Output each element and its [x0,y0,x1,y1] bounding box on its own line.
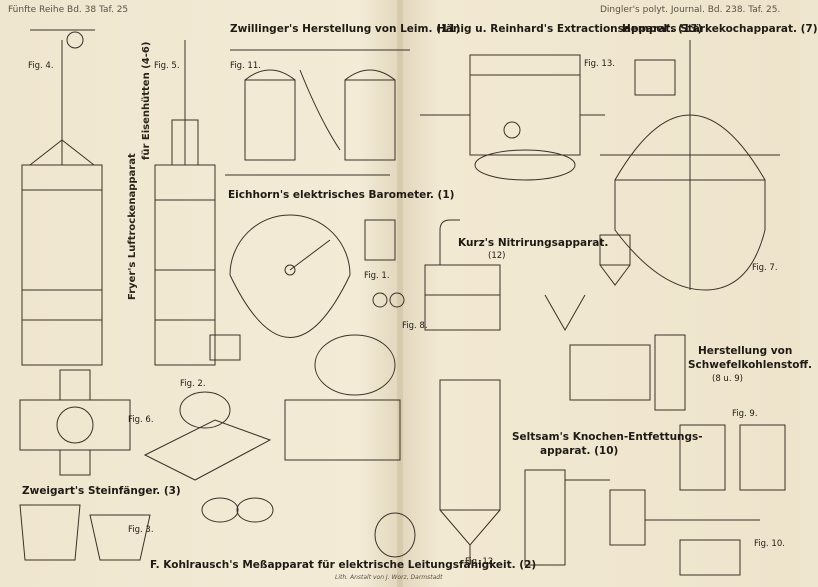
title-schwefel-line1: Herstellung von [698,345,793,357]
label-fig11: Fig. 11. [230,61,261,71]
nitration-apparatus-drawing [424,219,631,331]
label-fig12: Fig. 12. [465,557,496,567]
title-fryer-line2: für Eisenhütten (4-6) [141,41,152,160]
glue-apparatus-drawing [225,49,410,176]
title-fryer-line1: Fryer's Luftrockenapparat [127,153,138,300]
title-zwillinger: Zwillinger's Herstellung von Leim. (11) [230,23,461,35]
fig12-drawing [439,379,501,565]
label-fig7: Fig. 7. [752,263,778,273]
title-schwefel-number: (8 u. 9) [712,374,743,384]
header-volume-left: Fünfte Reihe Bd. 38 Taf. 25 [8,5,129,15]
title-kohlrausch: F. Kohlrausch's Meßapparat für elektrisc… [150,559,537,571]
starch-cooker-drawing [600,40,780,291]
title-kurz: Kurz's Nitrirungsapparat. [458,237,609,249]
technical-drawings [19,0,786,587]
label-fig5: Fig. 5. [154,61,180,71]
fryer-tower-drawing [21,29,241,366]
label-fig8: Fig. 8. [402,321,428,331]
schwefelkohlenstoff-drawing [544,294,786,491]
footer-lithographer: Lith. Anstalt von J. Worz, Darmstadt [335,574,443,581]
title-kurz-number: (12) [488,251,506,261]
label-fig13: Fig. 13. [584,59,615,69]
label-fig1: Fig. 1. [364,271,390,281]
title-zweigart: Zweigart's Steinfänger. (3) [22,485,181,497]
title-schwefel-line2: Schwefelkohlenstoff. [688,359,812,371]
label-fig2: Fig. 2. [180,379,206,389]
steinfaenger-drawing [19,369,151,561]
title-hempel: Hempel's Stärkekochapparat. (7) [622,23,818,35]
label-fig9: Fig. 9. [732,409,758,419]
bone-degreasing-drawing [524,469,760,576]
title-haenig: Hänig u. Reinhard's Extractionsapparat. … [437,23,703,35]
header-journal-right: Dingler's polyt. Journal. Bd. 238. Taf. … [600,5,781,15]
label-fig10: Fig. 10. [754,539,785,549]
barometer-drawing [229,214,405,338]
label-fig6: Fig. 6. [128,415,154,425]
extraction-apparatus-drawing [420,54,605,181]
title-seltsam-line2: apparat. (10) [540,445,619,457]
label-fig4: Fig. 4. [28,61,54,71]
label-fig3: Fig. 3. [128,525,154,535]
title-seltsam-line1: Seltsam's Knochen-Entfettungs- [512,431,703,443]
title-eichhorn: Eichhorn's elektrisches Barometer. (1) [228,189,455,201]
kohlrausch-apparatus-drawing [143,334,416,558]
